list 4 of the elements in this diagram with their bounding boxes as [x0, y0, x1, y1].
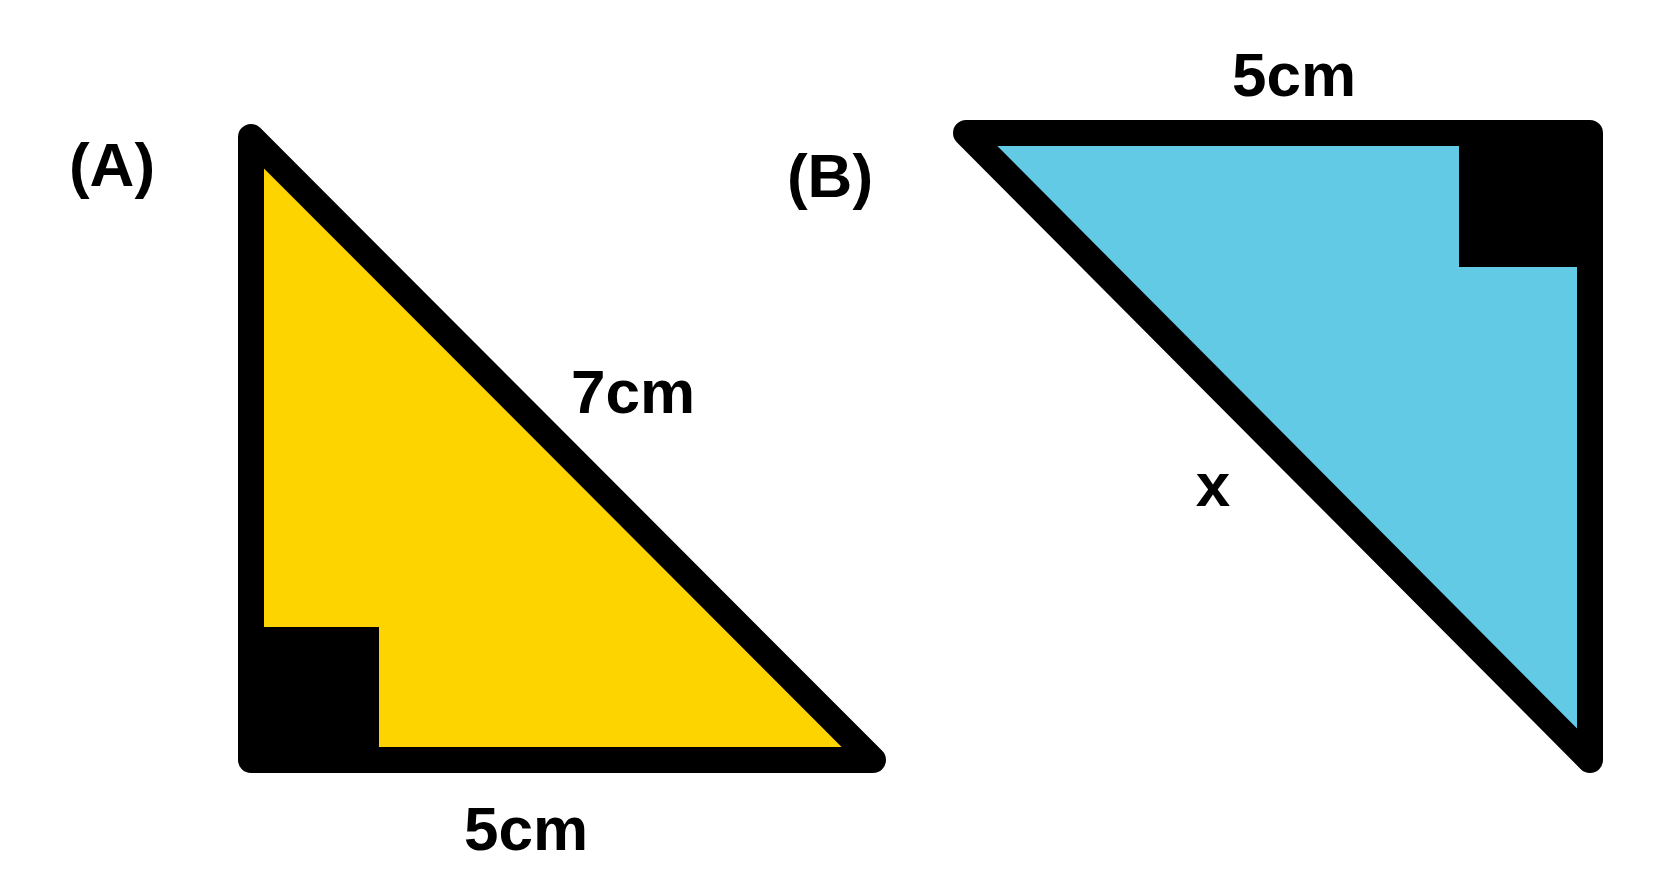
dimension-label: 7cm: [570, 361, 696, 423]
dimension-label: 5cm: [1231, 44, 1357, 106]
unknown-side-label: x: [1195, 454, 1231, 516]
dimension-label: 5cm: [463, 798, 589, 860]
